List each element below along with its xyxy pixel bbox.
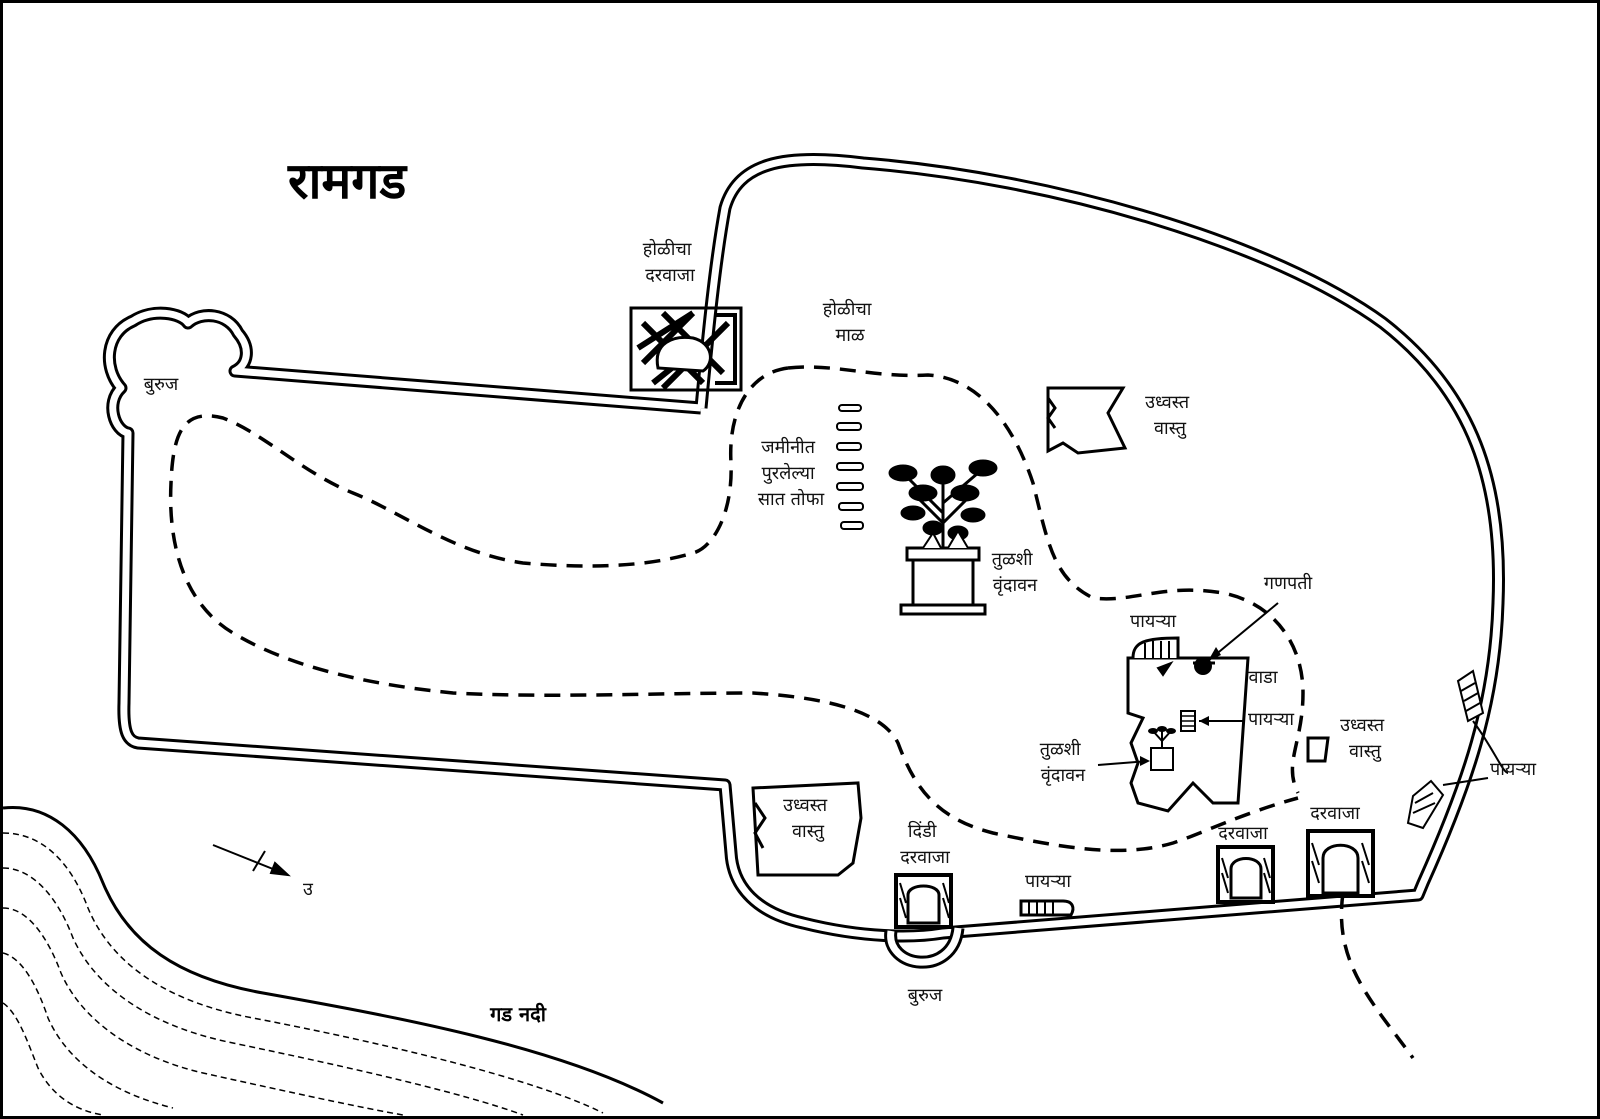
- gate-arch-icon: [894, 873, 953, 929]
- label-steps-east-wall: पायऱ्या: [1490, 759, 1536, 780]
- gate-arch-icon: [1306, 829, 1375, 898]
- ruins-icon: [1306, 736, 1330, 763]
- cannon-icon: [836, 442, 862, 451]
- label-bastion-west: बुरुज: [144, 374, 179, 395]
- leader-lines: [1097, 602, 1509, 786]
- map-title: रामगड: [287, 152, 408, 210]
- label-gate-middle: दरवाजा: [1218, 823, 1268, 844]
- label-holi-gate: होळीचा दरवाजा: [643, 238, 697, 286]
- wada-structure: [1126, 636, 1250, 813]
- fort-wall: [102, 152, 1505, 943]
- south-bastion: [884, 926, 965, 969]
- holi-gate-ruins: [629, 306, 743, 392]
- ruins-icon: [1046, 386, 1128, 455]
- cannon-icon: [838, 404, 862, 412]
- leader-arrows: [1140, 647, 1221, 766]
- north-arrow-icon: [212, 844, 291, 877]
- label-steps-wada-inner: पायऱ्या: [1248, 709, 1294, 730]
- label-gate-east: दरवाजा: [1310, 803, 1360, 824]
- label-steps-wada-top: पायऱ्या: [1130, 611, 1176, 632]
- cannon-icon: [836, 462, 864, 471]
- steps-icon: [1406, 669, 1485, 830]
- dashed-paths: [168, 365, 1415, 1060]
- ganpati-idol-icon: [1193, 657, 1215, 675]
- tulsi-plant-icon: [1148, 726, 1176, 771]
- cannon-icon: [836, 482, 864, 491]
- label-wada: वाडा: [1249, 667, 1278, 688]
- label-ganpati: गणपती: [1264, 572, 1313, 594]
- label-steps-south: पायऱ्या: [1025, 871, 1071, 892]
- cannon-icon: [838, 502, 864, 511]
- cannon-icon: [836, 422, 862, 431]
- label-bastion-south: बुरुज: [908, 985, 943, 1006]
- ruins-icon: [751, 781, 863, 877]
- label-ruins-sw: उध्वस्त वास्तु: [783, 795, 833, 842]
- label-north: उ: [303, 879, 314, 900]
- tulsi-plant-icon: [888, 459, 998, 616]
- label-ruins-ne: उध्वस्त वास्तु: [1145, 392, 1195, 439]
- label-dindi-gate: दिंडी दरवाजा: [900, 820, 950, 868]
- label-tulsi-small: तुळशी वृंदावन: [1040, 738, 1087, 786]
- buried-cannons: [836, 404, 864, 530]
- label-buried-cannons: जमीनीत पुरलेल्या सात तोफा: [758, 436, 825, 510]
- steps-icon: [1019, 899, 1075, 917]
- label-tulsi-main: तुळशी वृंदावन: [992, 548, 1039, 596]
- label-river: गड नदी: [489, 1002, 547, 1026]
- label-ruins-e: उध्वस्त वास्तु: [1340, 715, 1390, 762]
- fort-plan-svg: रामगड होळीचा दरवाजा होळीचा माळ बुरुज बुर…: [3, 152, 1536, 1116]
- cannon-icon: [840, 521, 864, 530]
- gate-arch-icon: [1216, 845, 1275, 904]
- river-banks: [3, 805, 664, 1116]
- steps-icon: [1131, 636, 1180, 659]
- label-holi-plateau: होळीचा माळ: [823, 298, 877, 346]
